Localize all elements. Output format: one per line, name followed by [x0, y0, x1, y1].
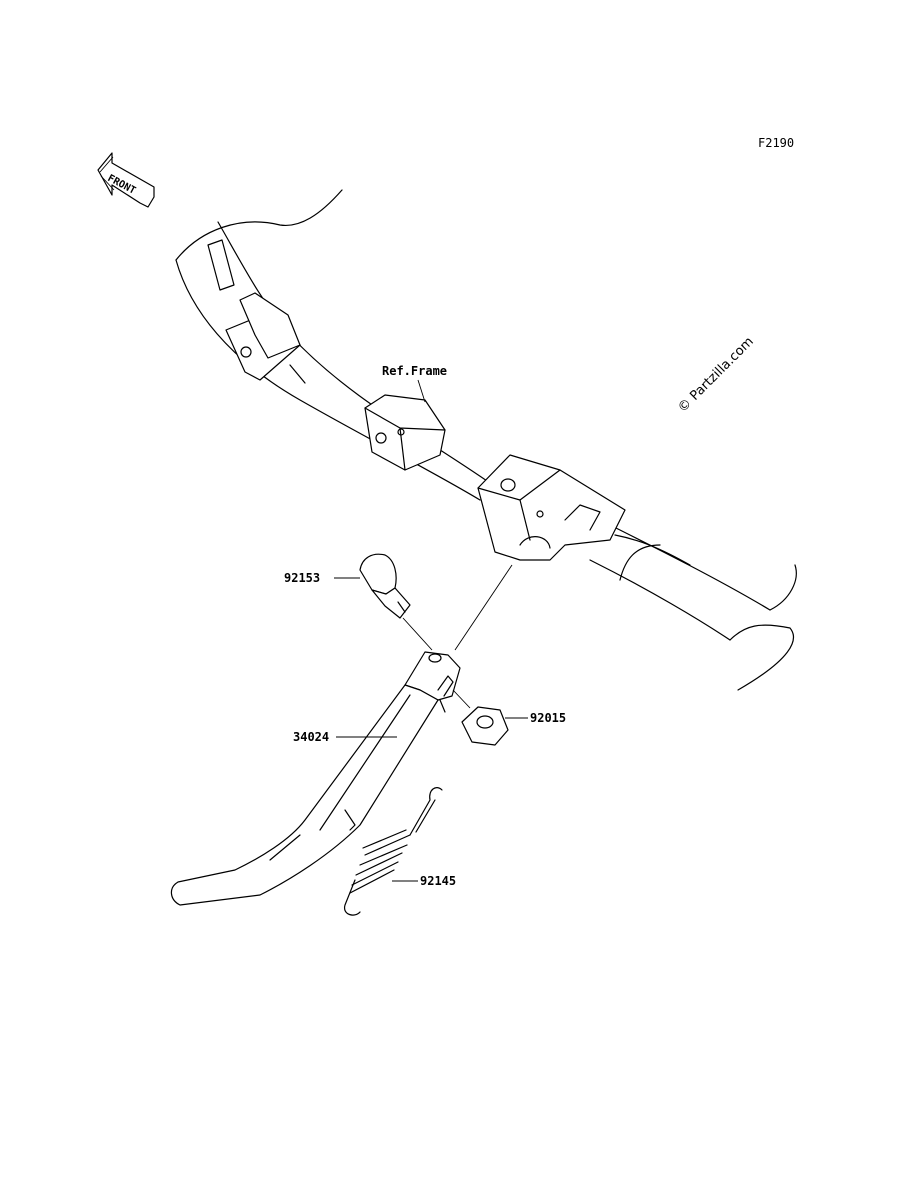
diagram-code: F2190 — [758, 136, 794, 150]
frame-bracket-upper — [207, 239, 306, 384]
frame-mount-block — [364, 394, 446, 471]
part-34024-label: 34024 — [293, 730, 329, 744]
part-92145-spring — [343, 787, 443, 916]
side-stand-bracket — [477, 454, 626, 561]
part-92153-label: 92153 — [284, 571, 320, 585]
front-direction-arrow-icon: FRONT — [97, 152, 155, 208]
part-92145-label: 92145 — [420, 874, 456, 888]
part-34024-side-stand — [170, 651, 461, 906]
frame-tube — [175, 189, 797, 691]
watermark: © Partzilla.com — [675, 334, 757, 416]
part-92153-pivot-bolt — [359, 553, 411, 619]
part-92015-label: 92015 — [530, 711, 566, 725]
part-92015-nut — [452, 689, 509, 746]
reference-label: Ref.Frame — [382, 364, 447, 378]
